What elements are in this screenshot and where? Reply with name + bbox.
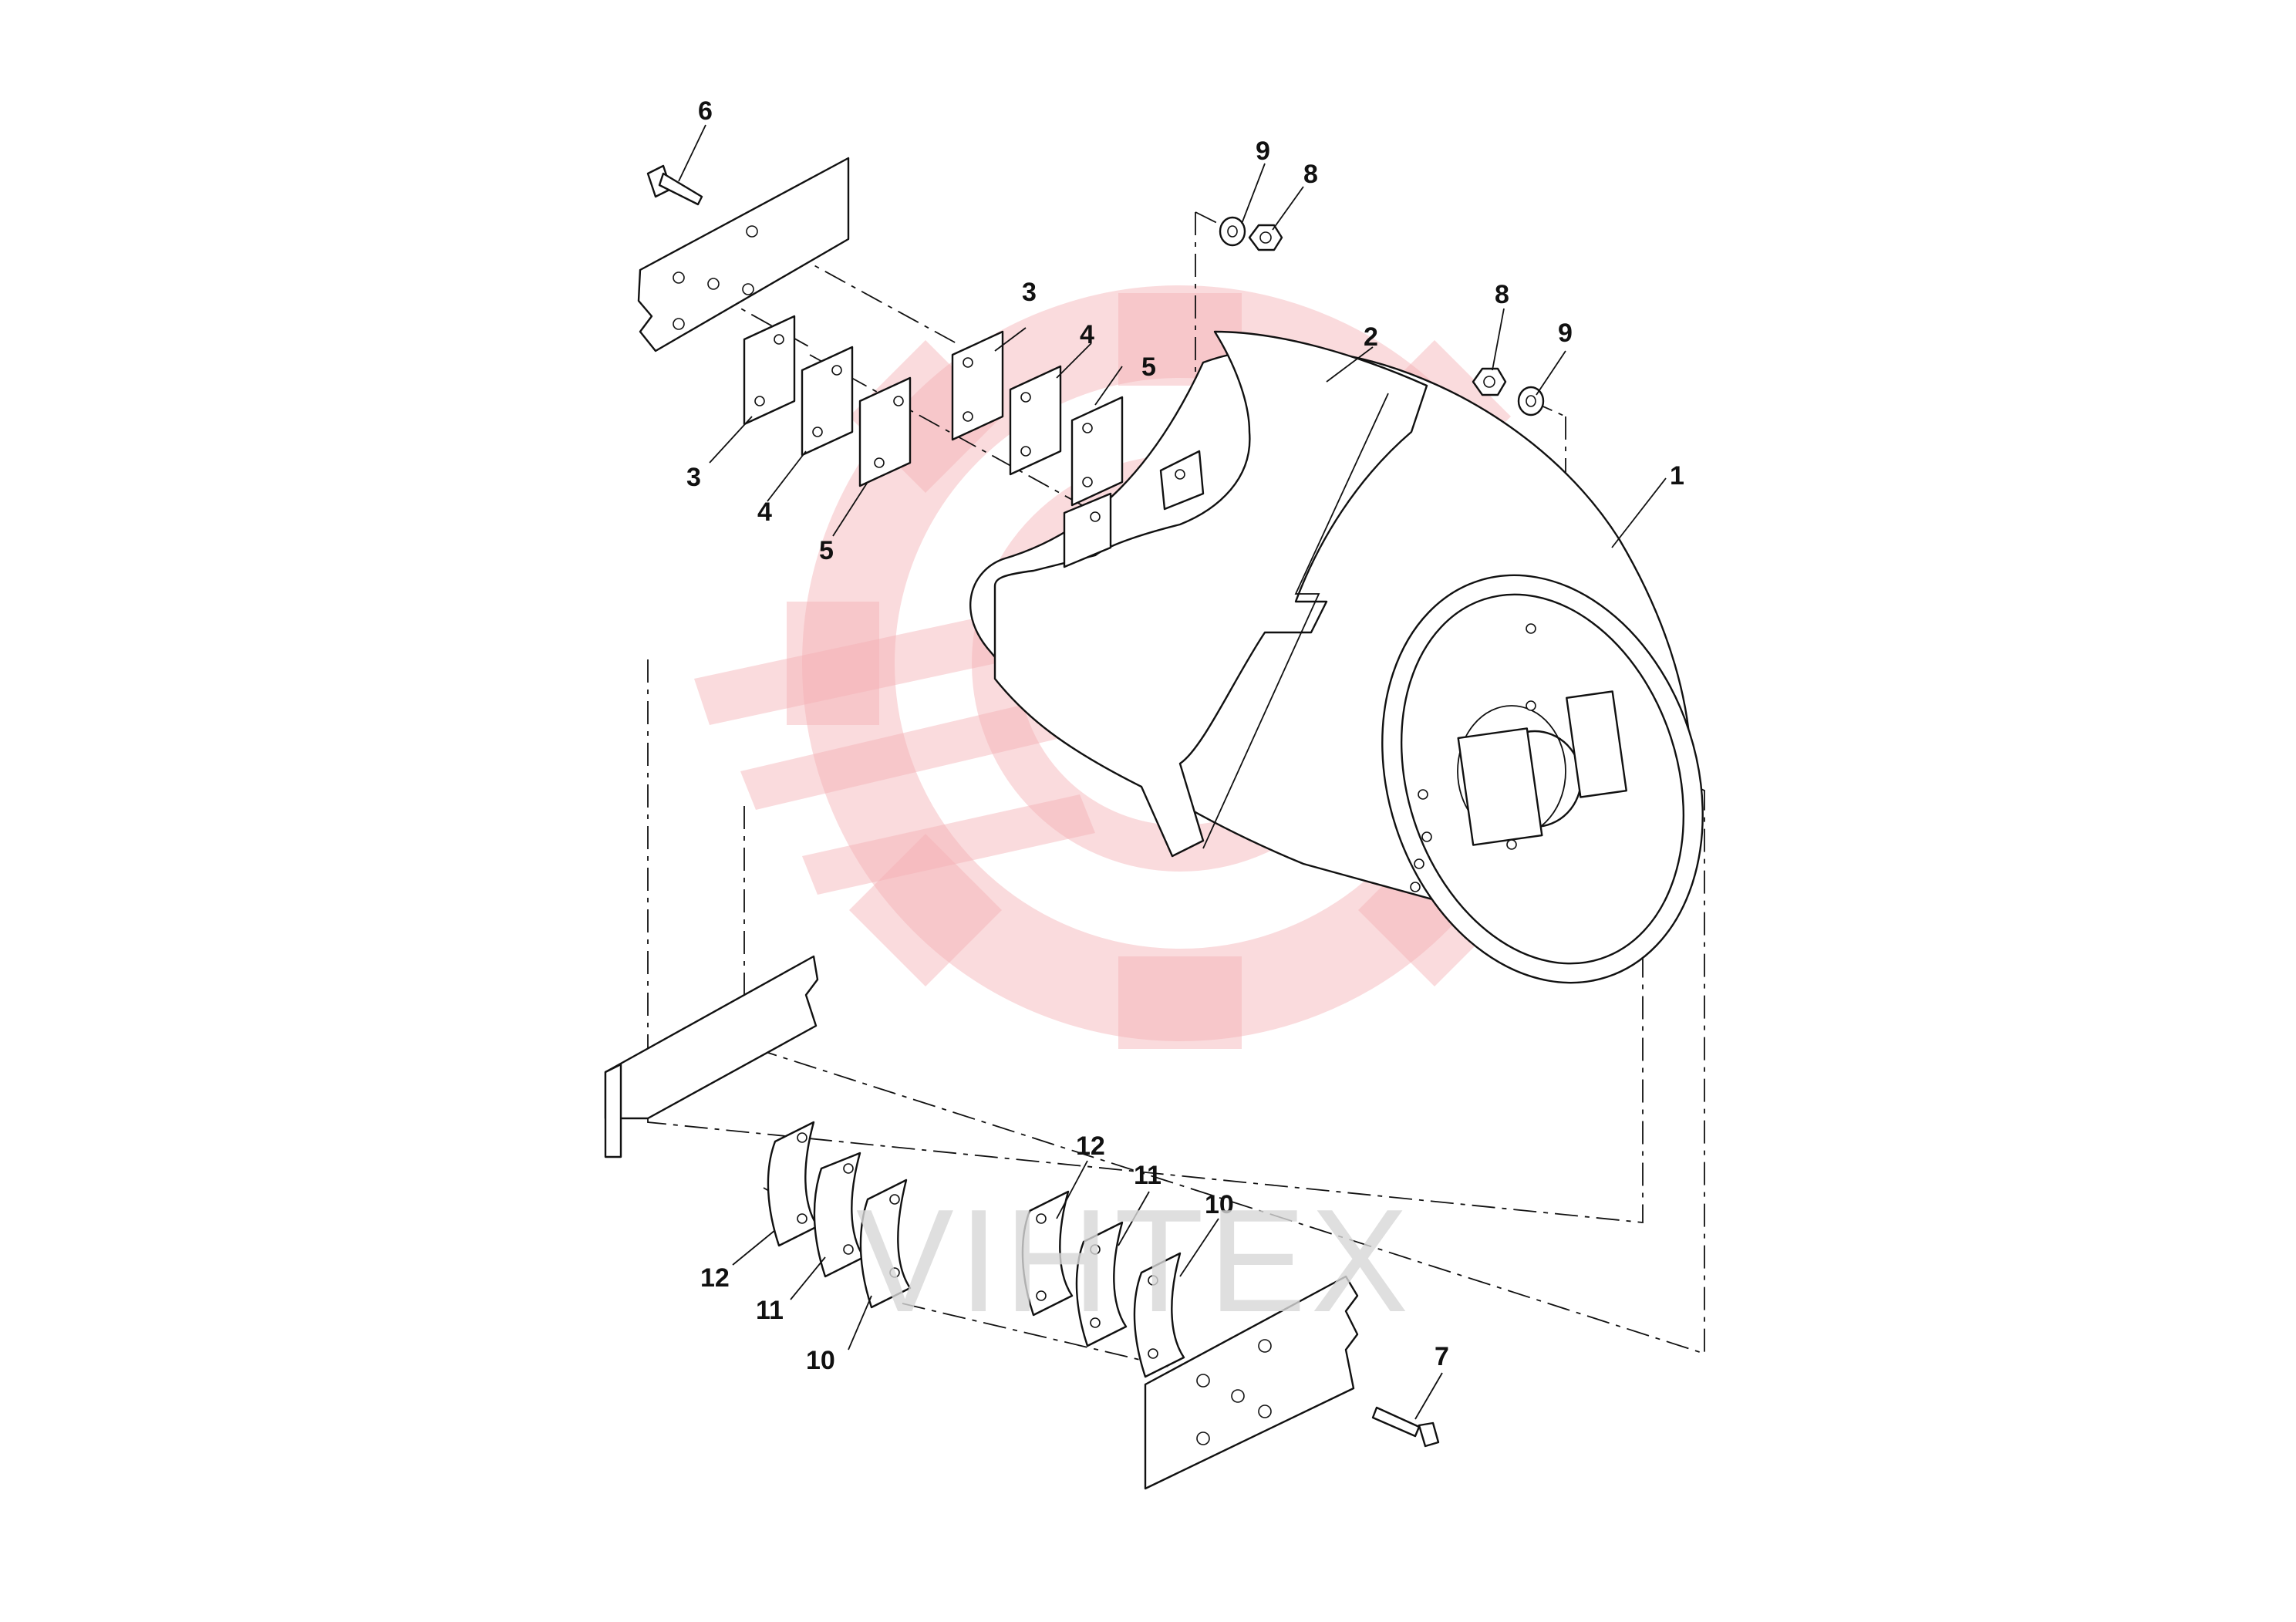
upper-shim-5-right (1070, 396, 1124, 507)
washer-9-right (1517, 386, 1545, 416)
lower-mount-bar-left (604, 955, 819, 1158)
callout-10: 10 (1205, 1190, 1234, 1219)
callout-1: 1 (1670, 461, 1684, 491)
callout-10: 10 (806, 1346, 835, 1375)
lower-shim-11-right (1075, 1221, 1128, 1347)
callout-3: 3 (1022, 278, 1037, 307)
callout-11: 11 (1134, 1161, 1161, 1190)
callout-12: 12 (700, 1263, 730, 1293)
nut-8-right (1472, 367, 1507, 396)
bolt-6 (646, 164, 703, 206)
callout-5: 5 (1141, 352, 1156, 382)
scraper-plate (993, 330, 1428, 858)
lower-shim-11-left (813, 1152, 865, 1278)
leader-lines (678, 124, 1667, 1420)
nut-8-upper (1248, 224, 1283, 251)
upper-shim-5-left (858, 376, 912, 487)
upper-shim-3-right (951, 330, 1004, 441)
upper-shim-3-left (743, 315, 796, 426)
watermark-text: VIHTEX (856, 1179, 1413, 1343)
drum-shell (969, 348, 1704, 984)
lower-shim-12-right (1021, 1190, 1074, 1317)
callout-3: 3 (686, 463, 701, 492)
callout-2: 2 (1364, 322, 1378, 352)
washer-9-upper (1219, 216, 1246, 247)
lower-shim-10-left (859, 1179, 912, 1309)
bolt-7 (1371, 1406, 1440, 1448)
lower-mount-bar-right (1144, 1275, 1359, 1490)
callout-12: 12 (1076, 1131, 1105, 1161)
callout-8: 8 (1495, 280, 1509, 309)
callout-6: 6 (698, 96, 713, 126)
callout-4: 4 (757, 497, 772, 527)
upper-shim-4-left (801, 346, 854, 457)
callout-9: 9 (1256, 137, 1270, 166)
lower-shim-10-right (1133, 1252, 1185, 1378)
callout-7: 7 (1435, 1342, 1449, 1371)
callout-4: 4 (1080, 320, 1094, 349)
callout-8: 8 (1303, 160, 1318, 189)
upper-mount-bar (637, 157, 850, 352)
plate-clip (1063, 450, 1205, 568)
lower-shim-12-left (767, 1121, 819, 1247)
callout-11: 11 (756, 1296, 784, 1325)
upper-shim-4-right (1009, 365, 1062, 476)
callout-labels: 1 2 3 3 4 4 5 5 6 7 8 8 9 9 10 10 11 11 … (686, 96, 1684, 1375)
callout-5: 5 (819, 536, 834, 565)
callout-9: 9 (1558, 319, 1573, 348)
